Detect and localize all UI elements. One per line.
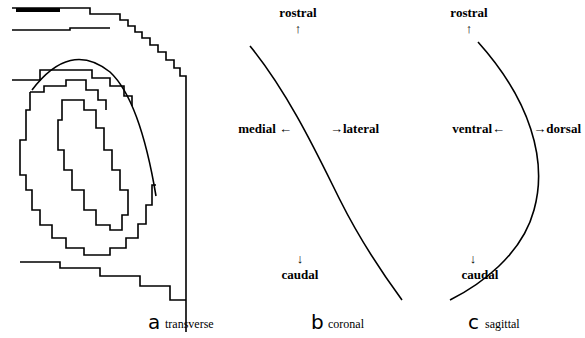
panel-letter: b xyxy=(311,312,324,332)
curve xyxy=(32,60,156,196)
direction-label: →dorsal xyxy=(533,122,581,135)
panel-caption: sagittal xyxy=(485,318,520,330)
stepped-outline xyxy=(12,28,110,30)
direction-label: caudal xyxy=(462,268,499,281)
stepped-outline xyxy=(30,80,106,110)
filled-bar xyxy=(16,8,60,12)
direction-label: rostral xyxy=(279,6,316,19)
stepped-outline xyxy=(20,262,186,300)
panel-caption: coronal xyxy=(328,318,364,330)
direction-arrow: ↑ xyxy=(295,22,302,35)
direction-label: caudal xyxy=(282,268,319,281)
panel-caption: transverse xyxy=(165,318,214,330)
stepped-outline xyxy=(58,100,128,230)
coronal-curve xyxy=(250,46,402,300)
direction-label: →lateral xyxy=(330,122,379,135)
panel-letter: a xyxy=(148,312,160,332)
direction-label: rostral xyxy=(450,6,487,19)
direction-arrow: ↑ xyxy=(466,22,473,35)
direction-label: ventral← xyxy=(452,122,505,135)
stepped-outline xyxy=(12,8,186,332)
panel-letter: c xyxy=(468,312,479,332)
sagittal-curve xyxy=(450,42,539,300)
direction-arrow: ↓ xyxy=(470,252,477,265)
direction-arrow: ↓ xyxy=(297,252,304,265)
direction-label: medial ← xyxy=(238,122,292,135)
